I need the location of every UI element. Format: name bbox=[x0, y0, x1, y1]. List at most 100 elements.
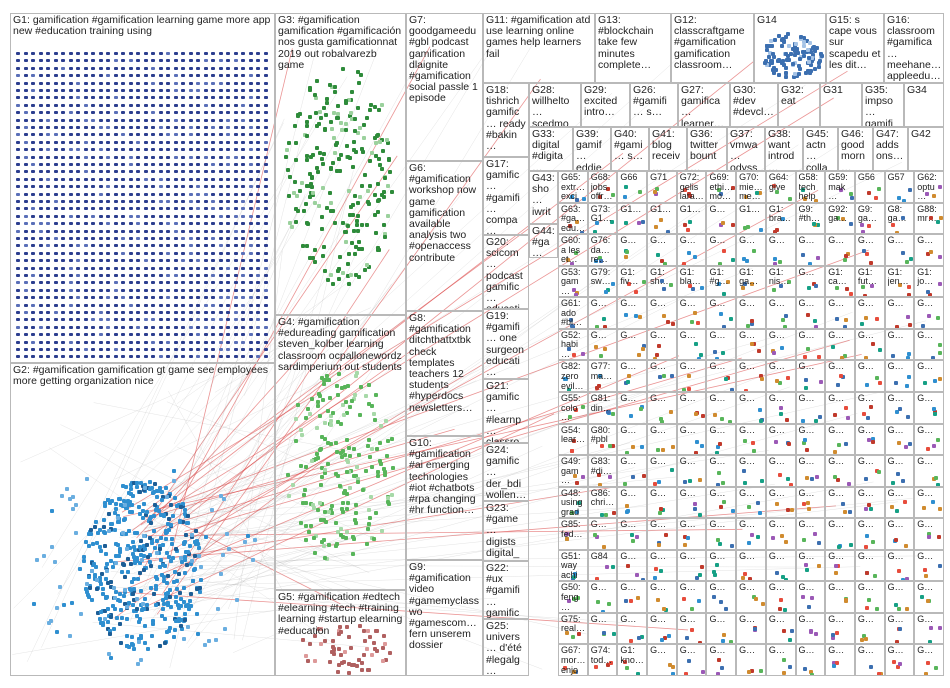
cluster-node bbox=[97, 528, 102, 533]
g1-node bbox=[38, 155, 43, 159]
small-group-node bbox=[801, 252, 806, 257]
g1-node bbox=[188, 89, 193, 92]
small-group-node bbox=[662, 314, 667, 319]
small-group-node bbox=[603, 324, 608, 328]
cluster-node bbox=[328, 396, 333, 401]
small-group-node bbox=[717, 262, 722, 265]
cluster-node bbox=[316, 626, 321, 631]
g1-node bbox=[83, 266, 88, 270]
small-group-node bbox=[843, 441, 848, 446]
cluster-node bbox=[221, 552, 226, 557]
small-group-panel: G… bbox=[914, 234, 944, 266]
g1-node bbox=[143, 148, 148, 152]
g1-node bbox=[158, 163, 163, 166]
small-group-node bbox=[759, 228, 764, 233]
g1-node bbox=[143, 140, 148, 144]
cluster-node bbox=[105, 498, 110, 503]
small-group-node bbox=[694, 411, 699, 416]
g1-node bbox=[226, 355, 230, 359]
g1-node bbox=[263, 259, 268, 263]
g1-node bbox=[211, 163, 215, 166]
g1-node bbox=[203, 126, 208, 129]
small-group-label: G51: way achi… bbox=[561, 551, 581, 581]
cluster-node bbox=[288, 175, 293, 180]
small-group-node bbox=[787, 637, 792, 642]
cluster-node bbox=[197, 553, 202, 558]
small-group-node bbox=[783, 313, 788, 318]
g1-node bbox=[16, 325, 20, 329]
g1-node bbox=[143, 207, 148, 211]
small-group-node bbox=[687, 386, 692, 391]
g1-node bbox=[158, 200, 163, 203]
small-group-node bbox=[866, 190, 871, 195]
g1-node bbox=[113, 214, 118, 218]
g1-node bbox=[166, 103, 170, 107]
cluster-node bbox=[131, 540, 136, 545]
cluster-node bbox=[305, 407, 310, 412]
g1-node bbox=[16, 185, 20, 189]
cluster-node bbox=[317, 391, 322, 396]
small-group-panel: G8: ga… bbox=[884, 202, 915, 235]
cluster-node bbox=[813, 49, 818, 54]
small-group-panel: G… bbox=[884, 486, 915, 519]
cluster-node bbox=[173, 569, 178, 574]
small-group-node bbox=[697, 640, 702, 644]
small-group-node bbox=[807, 605, 812, 610]
cluster-node bbox=[340, 510, 345, 515]
small-group-node bbox=[716, 482, 721, 486]
small-group-node bbox=[662, 607, 667, 612]
cluster-node bbox=[132, 547, 137, 552]
small-group-label: G… bbox=[739, 488, 756, 498]
g1-node bbox=[226, 185, 230, 189]
cluster-node bbox=[132, 589, 137, 594]
cluster-node bbox=[327, 509, 332, 514]
g1-node bbox=[98, 311, 103, 314]
small-group-node bbox=[936, 316, 941, 321]
small-group-node bbox=[687, 658, 692, 663]
small-group-label: G1: ga… bbox=[739, 267, 759, 287]
small-group-panel: G70: mie… me… bbox=[736, 171, 766, 203]
cluster-node bbox=[151, 490, 156, 494]
g1-node bbox=[143, 155, 148, 159]
g1-node bbox=[256, 296, 260, 300]
g1-node bbox=[128, 126, 133, 129]
small-group-panel: G… bbox=[736, 423, 766, 456]
small-group-node bbox=[772, 257, 777, 262]
cluster-node bbox=[116, 543, 121, 548]
g1-node bbox=[23, 251, 28, 255]
g1-node bbox=[173, 266, 178, 270]
small-group-node bbox=[570, 324, 575, 328]
g1-node bbox=[91, 237, 95, 240]
small-group-panel: G63: #ga… edu… bbox=[558, 202, 588, 235]
g1-node bbox=[31, 163, 35, 166]
cluster-node bbox=[159, 535, 164, 540]
small-group-node bbox=[744, 194, 749, 199]
g1-node bbox=[38, 340, 43, 344]
small-group-node bbox=[652, 190, 657, 195]
small-group-node bbox=[927, 313, 932, 318]
small-group-node bbox=[756, 535, 761, 540]
cluster-node bbox=[294, 140, 299, 145]
g1-node bbox=[23, 103, 28, 107]
g1-node bbox=[181, 170, 185, 174]
g1-node bbox=[248, 311, 253, 314]
g1-node bbox=[31, 266, 35, 270]
cluster-node bbox=[391, 465, 396, 470]
cluster-node bbox=[127, 587, 132, 592]
g1-node bbox=[68, 66, 73, 70]
small-group-panel: G… bbox=[706, 360, 737, 392]
cluster-node bbox=[312, 551, 317, 556]
cluster-node bbox=[321, 162, 326, 167]
g1-node bbox=[136, 229, 140, 233]
cluster-node bbox=[183, 603, 188, 608]
g1-node bbox=[218, 244, 223, 248]
small-group-node bbox=[928, 293, 933, 297]
g1-node bbox=[143, 185, 148, 189]
small-group-node bbox=[699, 565, 704, 570]
g1-node bbox=[98, 266, 103, 270]
g1-node bbox=[98, 170, 103, 174]
cluster-node bbox=[353, 503, 358, 508]
small-group-label: G… bbox=[798, 267, 815, 277]
g1-node bbox=[16, 281, 20, 285]
small-group-label: G… bbox=[739, 614, 756, 624]
